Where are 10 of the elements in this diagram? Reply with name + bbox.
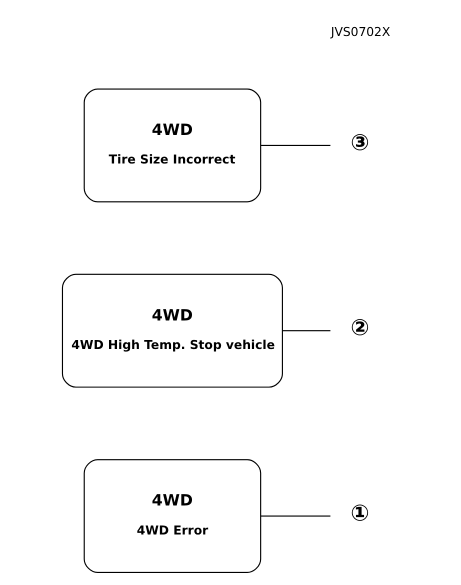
connector — [260, 144, 330, 146]
node-text: ② — [350, 315, 370, 342]
node-box: 4WD 4WD Error — [84, 459, 262, 574]
connector — [282, 330, 330, 332]
node-text: ① — [350, 500, 370, 527]
label: JVS0702X — [330, 24, 390, 39]
node-text: ③ — [350, 130, 370, 156]
connector — [260, 516, 330, 517]
node-box: 4WD 4WD High Temp. Stop vehicle — [62, 274, 283, 388]
node-box: 4WD Tire Size Incorrect — [84, 88, 262, 202]
